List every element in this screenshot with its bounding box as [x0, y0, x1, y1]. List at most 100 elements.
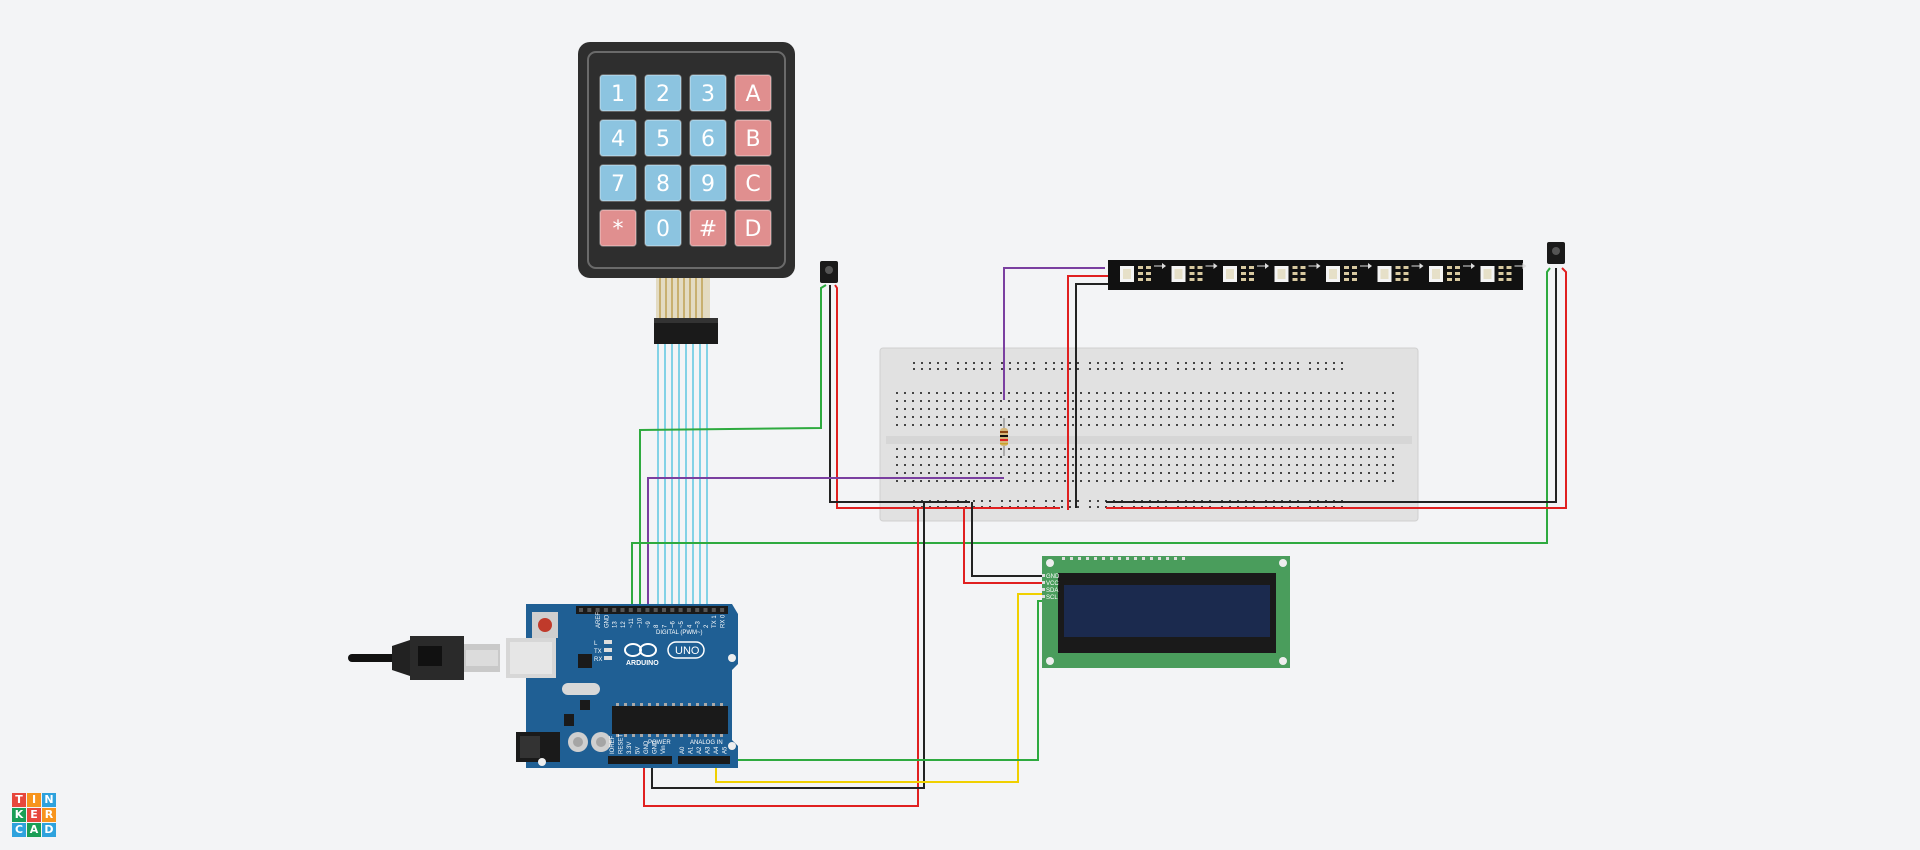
sensor-left[interactable]: [820, 261, 838, 283]
power-pin-label: RESET: [619, 734, 625, 754]
power-pin-label: Vin: [661, 745, 667, 754]
digital-pin-label: ~10: [638, 617, 644, 628]
digital-label: DIGITAL (PWM~): [656, 630, 703, 636]
usb-cable[interactable]: [348, 636, 500, 680]
board-led-label: L: [594, 641, 598, 647]
logo-letter: K: [12, 808, 26, 822]
strip-pixel: [1171, 263, 1218, 282]
arduino-uno[interactable]: ARDUINO UNO DIGITAL (PWM~) POWER ANALOG …: [506, 604, 738, 768]
digital-pin-label: ~9: [646, 620, 652, 628]
power-pin-label: GND: [653, 740, 659, 754]
sensor-right[interactable]: [1547, 242, 1565, 264]
logo-letter: D: [42, 823, 56, 837]
logo-letter: T: [12, 793, 26, 807]
wire-black-sensor-left: [829, 285, 970, 503]
digital-pin-label: RX 0: [721, 614, 727, 628]
wire-black-arduino-gnd: [651, 502, 925, 789]
keypad-key-2[interactable]: 2: [644, 74, 682, 112]
analog-label: ANALOG IN: [690, 740, 723, 746]
analog-pin-label: A3: [706, 746, 712, 754]
digital-pin-label: 4: [687, 624, 693, 628]
keypad-key-label: 8: [656, 172, 670, 197]
lcd-pin-label: SCL: [1046, 595, 1058, 601]
keypad-key-label: 4: [611, 127, 625, 152]
keypad-key-#[interactable]: #: [689, 209, 727, 247]
lcd-screen: [1064, 585, 1270, 637]
logo-letter: N: [42, 793, 56, 807]
wire-green-sensor-left: [639, 284, 827, 606]
keypad-key-label: 9: [701, 172, 715, 197]
analog-pin-label: A4: [714, 746, 720, 754]
keypad-key-4[interactable]: 4: [599, 119, 637, 157]
wire-red-sensor-left: [834, 284, 1060, 509]
digital-pin-label: AREF: [596, 612, 602, 628]
wire-purple-strip: [1003, 267, 1105, 400]
led-strip[interactable]: [1108, 260, 1527, 290]
digital-pin-label: 7: [662, 624, 668, 628]
arduino-model: UNO: [675, 645, 700, 657]
analog-pin-label: A1: [689, 746, 695, 754]
digital-pin-label: ~11: [629, 618, 635, 628]
digital-pin-label: 2: [704, 624, 710, 628]
wire-black-sensor-right: [1106, 268, 1557, 503]
strip-pixel: [1120, 263, 1166, 282]
strip-pixel: [1326, 263, 1372, 282]
wire-green-sensor-right: [631, 267, 1551, 606]
digital-pin-label: GND: [604, 614, 610, 628]
wire-green-scl: [723, 600, 1042, 762]
keypad-key-label: 3: [701, 82, 715, 107]
keypad-key-7[interactable]: 7: [599, 164, 637, 202]
strip-pixel: [1223, 263, 1269, 282]
power-pin-label: 3.3V: [627, 742, 633, 754]
keypad-key-label: *: [613, 217, 624, 242]
resistor[interactable]: [1000, 418, 1008, 456]
keypad-key-label: A: [745, 82, 760, 107]
power-pin-label: GND: [644, 740, 650, 754]
keypad-key-0[interactable]: 0: [644, 209, 682, 247]
logo-letter: C: [12, 823, 26, 837]
keypad-key-C[interactable]: C: [734, 164, 772, 202]
digital-pin-label: ~6: [671, 620, 677, 628]
wire-red-sensor-right: [1106, 267, 1567, 509]
wire-black-lcd: [971, 502, 1042, 577]
lcd-pin-label: VCC: [1046, 581, 1059, 587]
wire-black-strip: [1075, 283, 1110, 508]
power-pin-label: 5V: [636, 747, 642, 754]
strip-pixel: [1429, 263, 1475, 282]
keypad-key-D[interactable]: D: [734, 209, 772, 247]
analog-pin-label: A0: [680, 746, 686, 754]
power-label: POWER: [648, 740, 671, 746]
digital-pin-label: 12: [621, 621, 627, 628]
digital-pin-label: 13: [613, 621, 619, 628]
keypad-key-A[interactable]: A: [734, 74, 772, 112]
strip-pixel: [1377, 263, 1424, 282]
wire-red-arduino-5v: [643, 508, 919, 807]
lcd-pin-label: GND: [1046, 574, 1060, 580]
keypad-key-label: 1: [611, 82, 625, 107]
keypad-key-8[interactable]: 8: [644, 164, 682, 202]
keypad-key-label: 0: [656, 217, 670, 242]
keypad-key-label: 6: [701, 127, 715, 152]
keypad-key-label: C: [745, 172, 760, 197]
strip-pixel: [1274, 263, 1321, 282]
keypad-key-label: 5: [656, 127, 670, 152]
keypad-key-label: 7: [611, 172, 625, 197]
keypad-key-5[interactable]: 5: [644, 119, 682, 157]
wires[interactable]: [631, 267, 1567, 807]
wire-red-lcd: [963, 508, 1042, 584]
analog-pin-label: A5: [723, 746, 729, 754]
board-led-label: RX: [594, 657, 602, 663]
keypad-key-9[interactable]: 9: [689, 164, 727, 202]
keypad-key-6[interactable]: 6: [689, 119, 727, 157]
keypad-key-*[interactable]: *: [599, 209, 637, 247]
breadboard[interactable]: [879, 347, 1419, 522]
keypad-key-1[interactable]: 1: [599, 74, 637, 112]
digital-pin-label: TX 1: [712, 615, 718, 628]
keypad-key-3[interactable]: 3: [689, 74, 727, 112]
keypad-key-B[interactable]: B: [734, 119, 772, 157]
wire-purple-arduino: [647, 477, 1004, 606]
